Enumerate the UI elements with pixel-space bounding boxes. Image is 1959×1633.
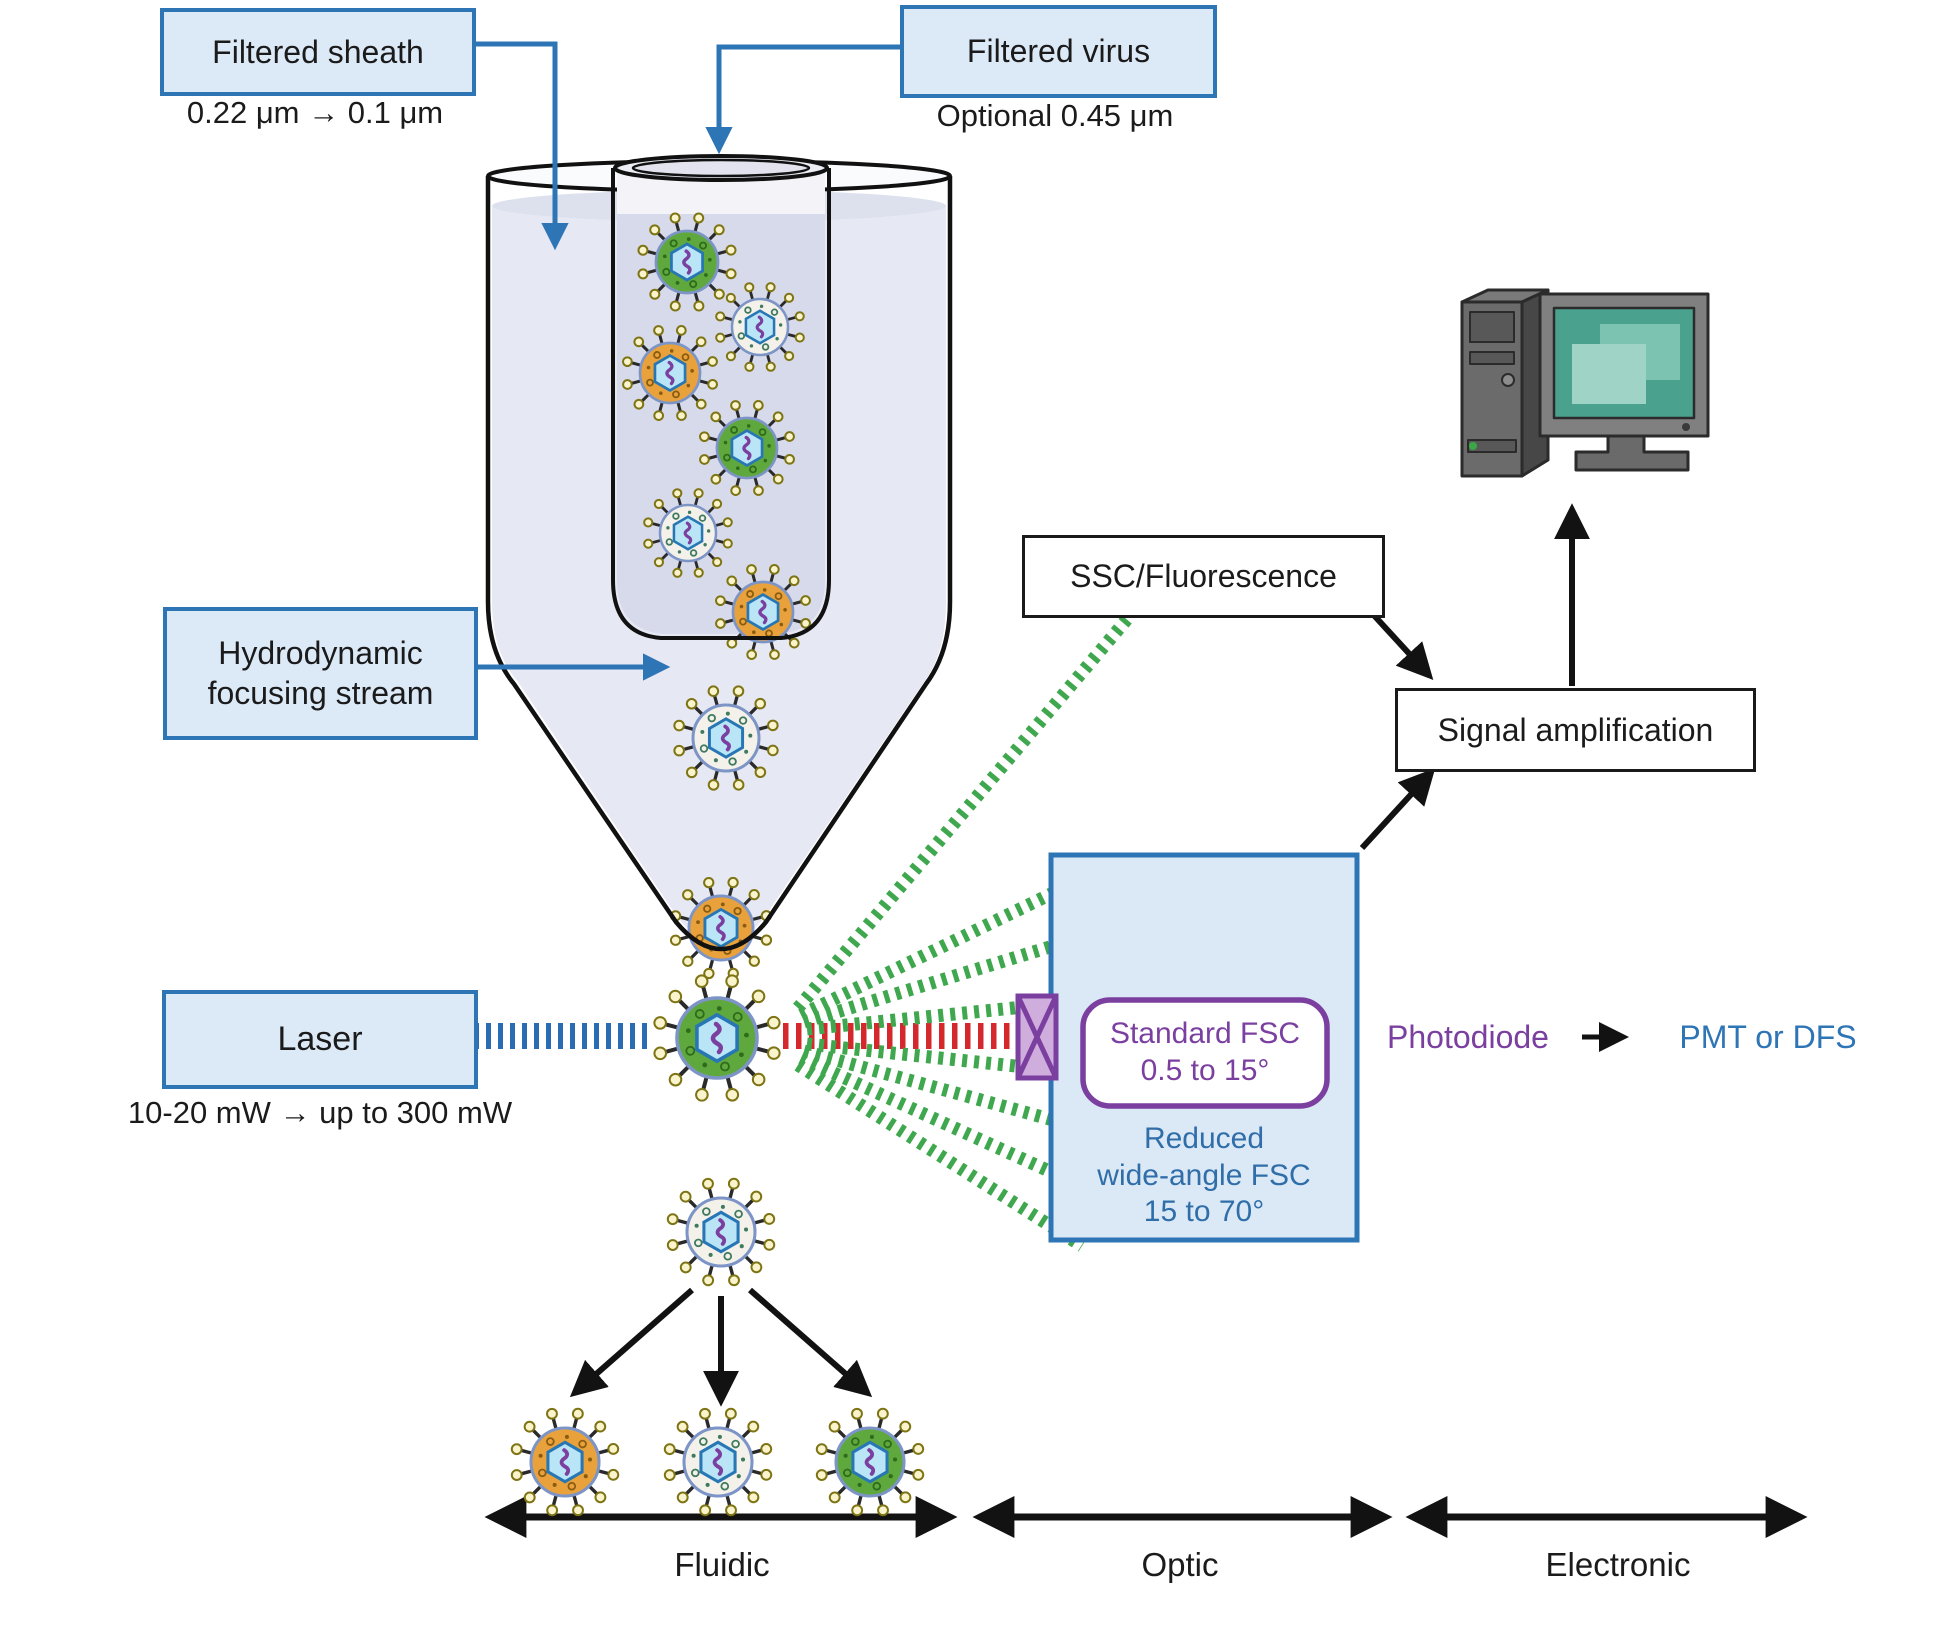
tube-outline bbox=[611, 168, 831, 640]
sort-left-arrow bbox=[569, 1287, 694, 1398]
hydrodynamic-line1: Hydrodynamic bbox=[218, 635, 423, 672]
signal-arrows bbox=[569, 503, 1590, 1407]
pmt-dfs-label: PMT or DFS bbox=[1679, 1018, 1857, 1055]
virus-particle-green bbox=[653, 974, 781, 1102]
sort-right-arrow bbox=[748, 1287, 873, 1398]
virus-particle-orange bbox=[622, 325, 718, 421]
laser-label: Laser bbox=[277, 1020, 363, 1058]
signal-label: Signal amplification bbox=[1437, 711, 1714, 748]
tube-rim-inner bbox=[631, 158, 811, 178]
standard-fsc-outline bbox=[1080, 997, 1330, 1109]
reduced-fsc-line2: wide-angle FSC bbox=[1097, 1158, 1311, 1192]
standard-fsc-line2: 0.5 to 15° bbox=[1140, 1054, 1270, 1087]
hydrodynamic-line2: focusing stream bbox=[207, 674, 434, 711]
filtered-virus-box: Filtered virus bbox=[900, 5, 1217, 98]
electronic-section-label: Electronic bbox=[1545, 1546, 1691, 1583]
virus-particle-green bbox=[699, 400, 795, 496]
sheath-feed-arrow bbox=[468, 41, 569, 251]
virus-particle-white bbox=[673, 685, 779, 791]
virus-particle-white bbox=[663, 1407, 773, 1517]
photodiode-to-pmt-arrow bbox=[1582, 1022, 1629, 1052]
obscuration-filter-icon bbox=[1015, 993, 1059, 1081]
filtered-sheath-box: Filtered sheath bbox=[160, 8, 476, 96]
reduced-fsc-line3: 15 to 70° bbox=[1143, 1195, 1265, 1229]
virus-filter-note: Optional 0.45 μm bbox=[936, 98, 1174, 133]
reduced-fsc-label: Reduced wide-angle FSC 15 to 70° bbox=[1051, 1117, 1357, 1235]
signal-amplification-box: Signal amplification bbox=[1395, 688, 1756, 772]
scatter-rays bbox=[793, 613, 1133, 1252]
beams bbox=[474, 613, 1133, 1252]
virus-particle-orange bbox=[715, 564, 811, 660]
virus-particle-green bbox=[637, 212, 737, 312]
computer-icon bbox=[1460, 288, 1710, 478]
vessel-outline bbox=[485, 176, 953, 952]
virus-layer-front bbox=[510, 974, 925, 1517]
sheath-filter-note: 0.22 μm → 0.1 μm bbox=[186, 95, 444, 130]
virus-particle-green bbox=[815, 1407, 925, 1517]
ssc-to-signal-arrow bbox=[1367, 608, 1434, 680]
ssc-fluorescence-box: SSC/Fluorescence bbox=[1022, 535, 1385, 618]
fluidic-section-label: Fluidic bbox=[674, 1546, 770, 1583]
filtered-sheath-label: Filtered sheath bbox=[212, 33, 424, 70]
virus-particle-white bbox=[643, 488, 733, 578]
optic-section-label: Optic bbox=[1141, 1546, 1219, 1583]
standard-fsc-line1: Standard FSC bbox=[1109, 1017, 1301, 1051]
reduced-fsc-line1: Reduced bbox=[1143, 1122, 1265, 1156]
filtered-virus-label: Filtered virus bbox=[966, 33, 1151, 69]
virus-layer-back bbox=[622, 212, 811, 980]
virus-particle-white bbox=[666, 1177, 776, 1287]
virus-particle-white bbox=[715, 282, 805, 372]
laser-power-note: 10-20 mW → up to 300 mW bbox=[127, 1095, 513, 1130]
laser-box: Laser bbox=[162, 990, 478, 1089]
standard-fsc-label: Standard FSC 0.5 to 15° bbox=[1083, 1012, 1327, 1094]
photodiode-label: Photodiode bbox=[1387, 1018, 1549, 1055]
ssc-label: SSC/Fluorescence bbox=[1070, 558, 1337, 594]
fsc-to-signal-arrow bbox=[1359, 768, 1436, 851]
virus-feed-arrow bbox=[705, 44, 900, 155]
hydrodynamic-box: Hydrodynamic focusing stream bbox=[163, 607, 478, 740]
virus-particle-orange bbox=[510, 1407, 620, 1517]
connectors bbox=[468, 41, 900, 681]
